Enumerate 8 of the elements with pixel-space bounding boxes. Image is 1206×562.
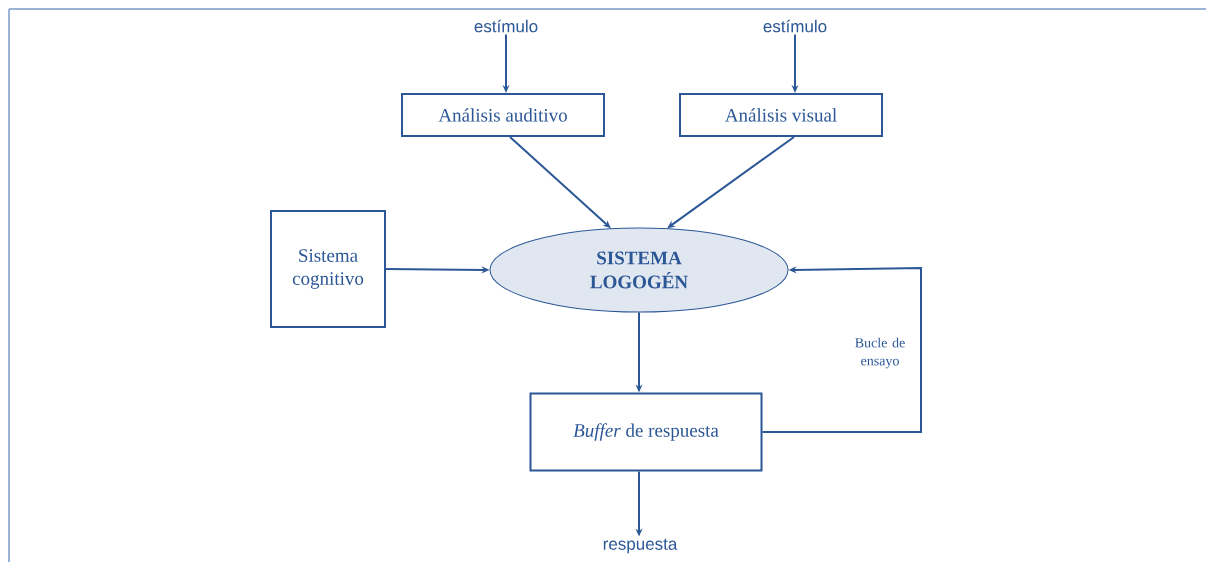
output-label: respuesta [603,538,678,554]
process-box: Sistema cognitivo [270,210,386,328]
edge-label: Bucle de ensayo [855,337,905,369]
process-box: Buffer de respuesta [529,392,763,472]
process-box: Análisis auditivo [401,93,605,137]
stimulus-label: estímulo [474,19,538,33]
process-box: Análisis visual [679,93,883,137]
stimulus-label: estímulo [763,19,827,33]
